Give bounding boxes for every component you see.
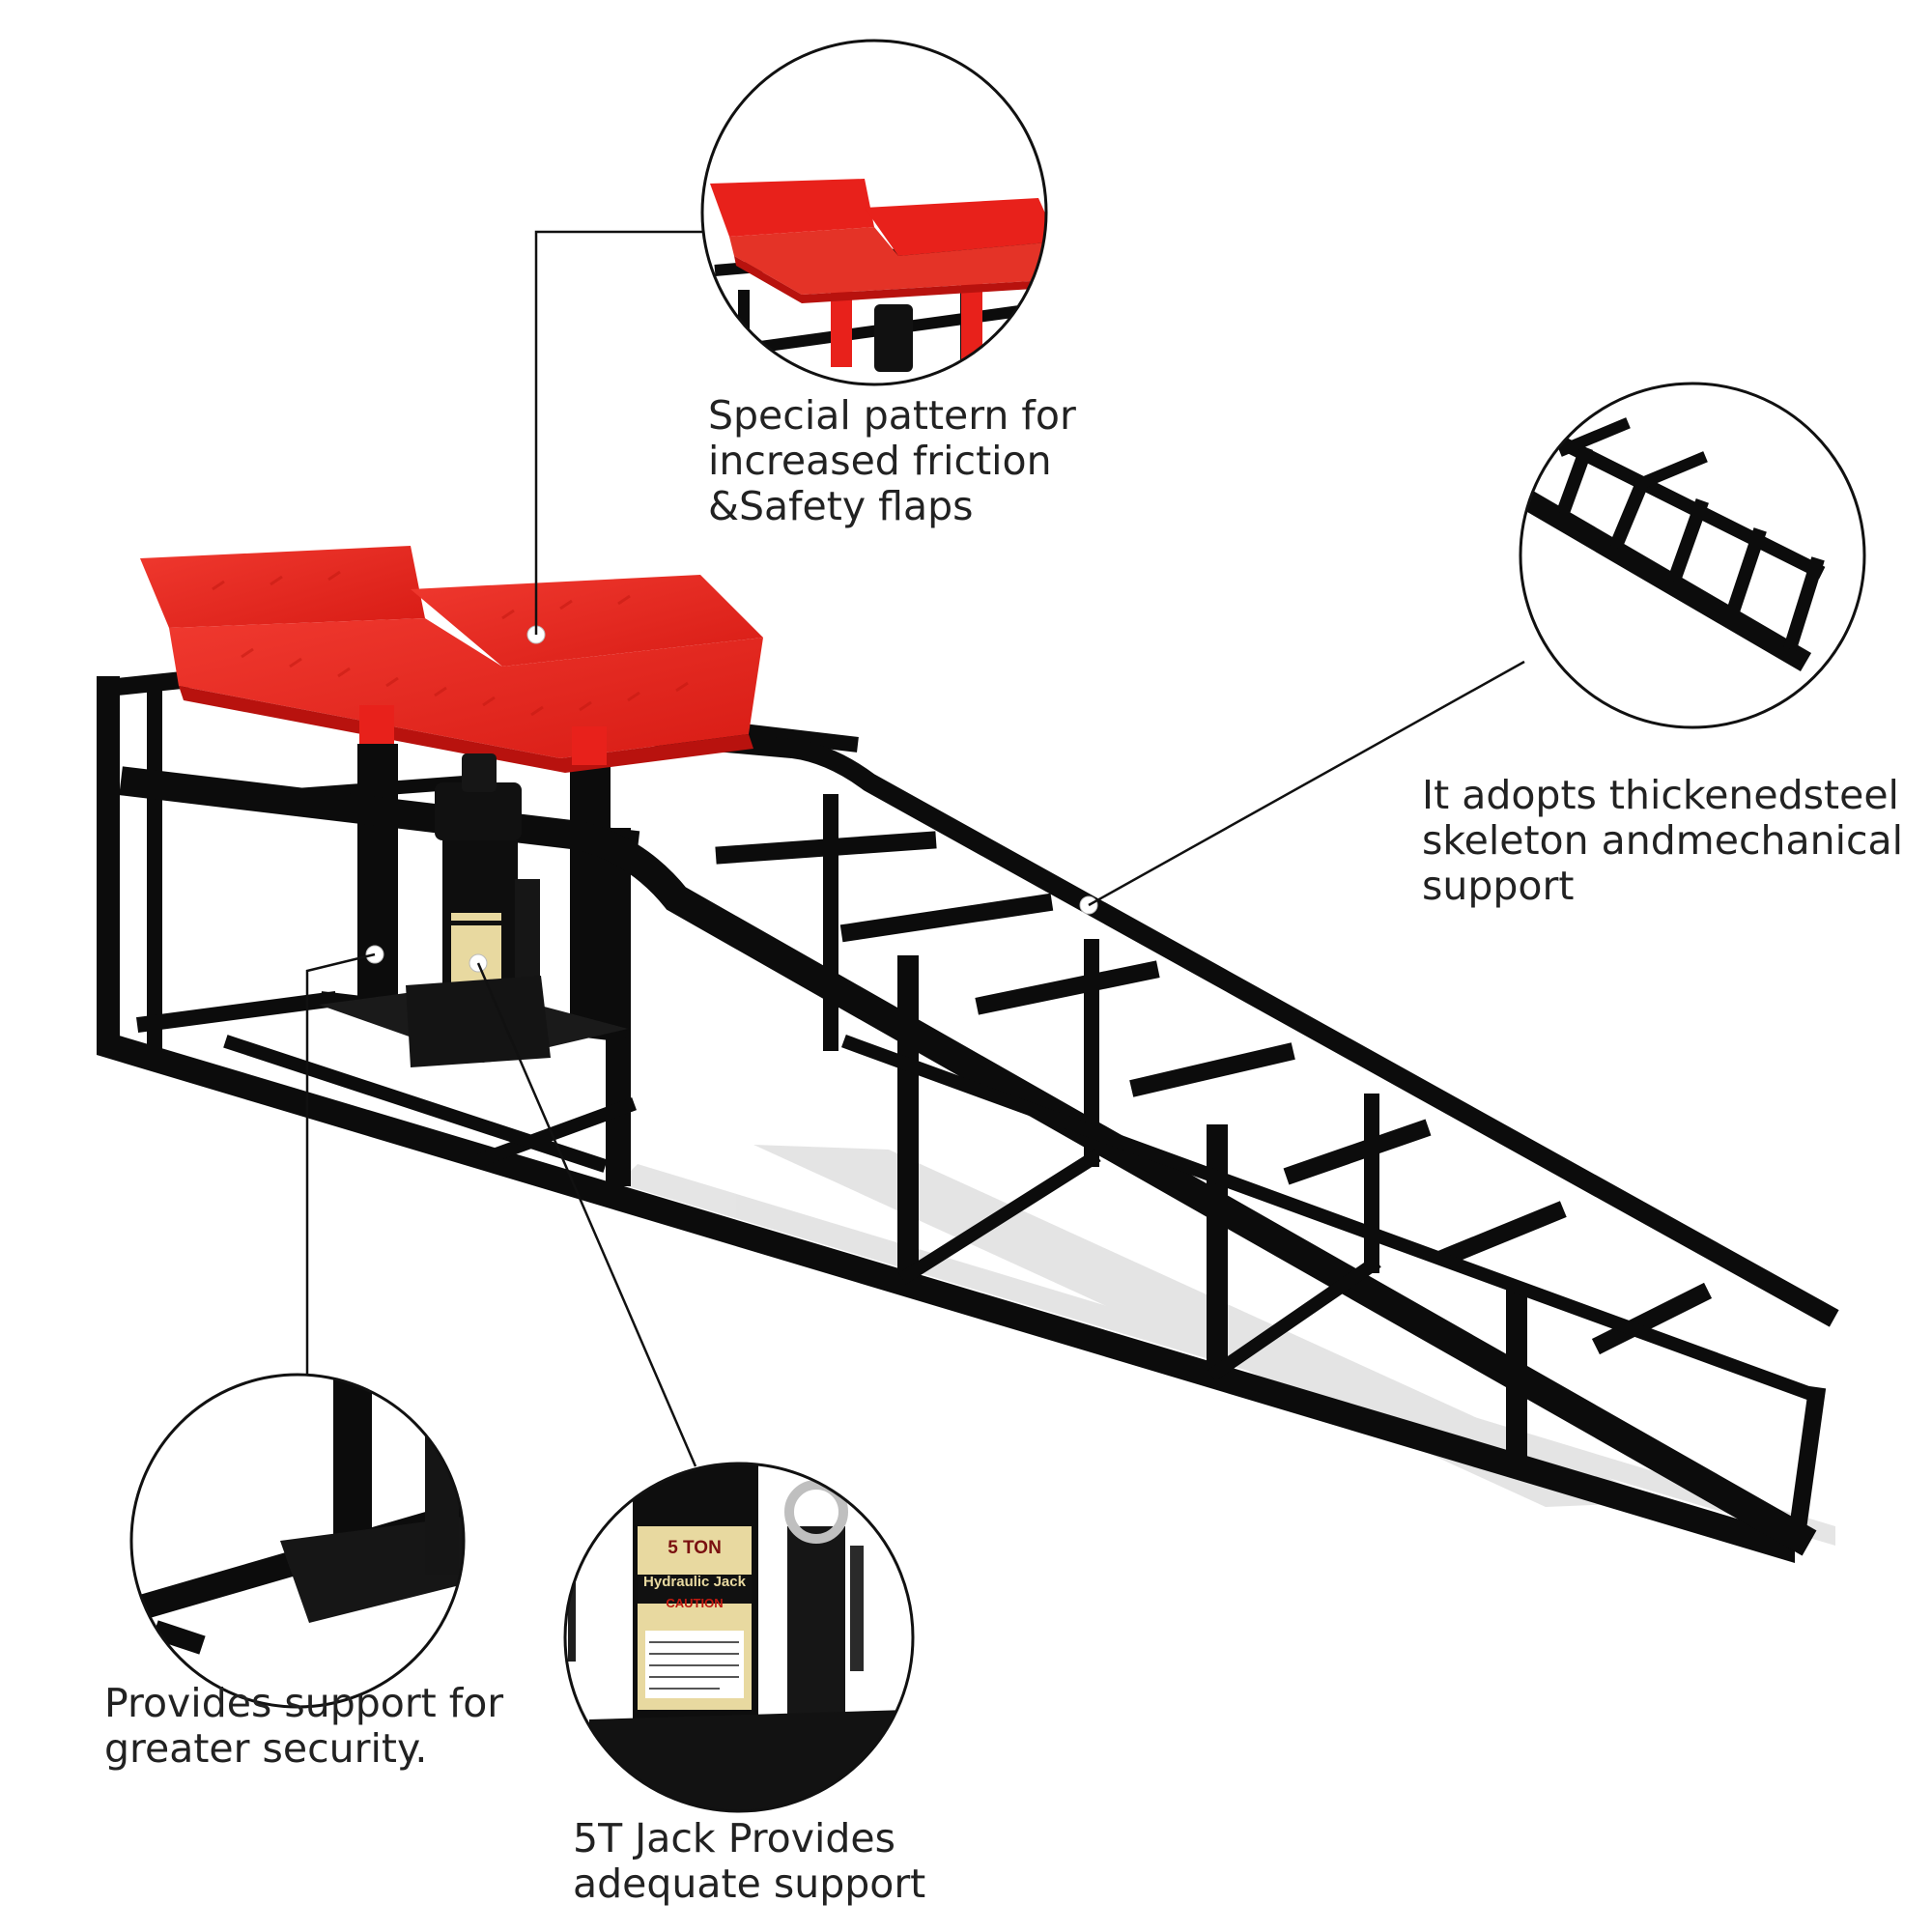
- caption-line: Provides support for: [104, 1680, 504, 1726]
- callout-lines: [305, 230, 1525, 1467]
- caption-skeleton: It adopts thickenedsteel skeleton andmec…: [1422, 773, 1903, 909]
- jack-capacity: 5 TON: [668, 1538, 722, 1558]
- caption-line: support: [1422, 863, 1575, 909]
- caption-line: Special pattern for: [708, 392, 1076, 439]
- jack-name: Hydraulic Jack: [643, 1574, 746, 1590]
- line-platform: [534, 230, 703, 635]
- caption-platform: Special pattern for increased friction &…: [708, 393, 1076, 529]
- caption-line: &Safety flaps: [708, 483, 974, 529]
- bottle-jack: [406, 753, 551, 1067]
- caption-line: It adopts thickenedsteel: [1422, 772, 1899, 818]
- caption-line: skeleton andmechanical: [1422, 817, 1904, 864]
- detail-circle-skeleton: [1519, 382, 1866, 729]
- line-jack: [476, 962, 697, 1467]
- caption-support: Provides support for greater security.: [104, 1681, 503, 1772]
- caption-line: greater security.: [104, 1725, 428, 1772]
- detail-circle-platform: [700, 39, 1048, 386]
- red-platform: [140, 546, 763, 773]
- caption-line: 5T Jack Provides: [573, 1815, 896, 1861]
- detail-circle-base: [129, 1373, 466, 1709]
- line-skeleton: [1088, 660, 1525, 907]
- jack-warning: CAUTION: [666, 1596, 724, 1610]
- base-frame: [97, 664, 1795, 1563]
- line-base: [305, 952, 376, 1375]
- caption-line: adequate support: [573, 1861, 926, 1907]
- caption-line: increased friction: [708, 438, 1052, 484]
- detail-circle-jack: [563, 1462, 915, 1813]
- car-ramp: [97, 546, 1839, 1563]
- jack-label: 5 TON Hydraulic Jack CAUTION: [638, 1528, 752, 1610]
- caption-jack: 5T Jack Provides adequate support: [573, 1816, 925, 1907]
- ramp-frame: [119, 724, 1839, 1556]
